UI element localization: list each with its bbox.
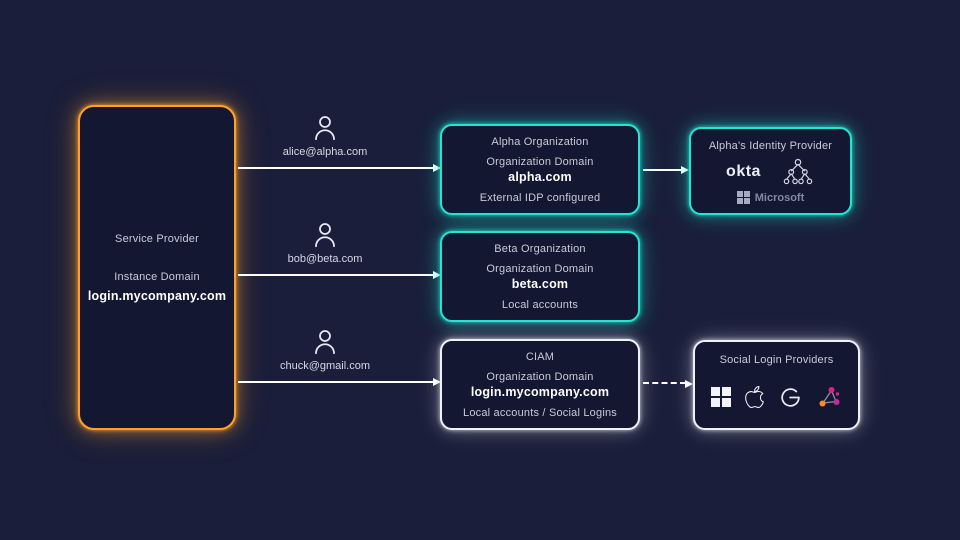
- arrow-alpha-to-idp: [643, 166, 689, 174]
- google-icon: [781, 387, 800, 407]
- arrow-sp-to-beta: [238, 271, 441, 279]
- org-domain-value: alpha.com: [508, 170, 572, 184]
- arrow-sp-to-ciam: [238, 378, 441, 386]
- org-domain-value: login.mycompany.com: [470, 385, 610, 399]
- windows-icon: [711, 387, 731, 407]
- user-chuck: chuck@gmail.com: [250, 327, 400, 372]
- identity-provider-box: Alpha's Identity Provider okta Microsoft: [689, 127, 852, 215]
- instance-domain-label: Instance Domain: [114, 270, 200, 283]
- service-provider-box: Service Provider Instance Domain login.m…: [78, 105, 236, 430]
- user-email: bob@beta.com: [287, 253, 363, 265]
- org-domain-value: beta.com: [511, 277, 569, 291]
- apple-icon: [745, 385, 764, 409]
- org-domain-label: Organization Domain: [486, 263, 594, 275]
- social-providers-box: Social Login Providers: [693, 340, 860, 430]
- instance-domain-value: login.mycompany.com: [87, 288, 227, 303]
- microsoft-label: Microsoft: [754, 191, 805, 204]
- org-domain-label: Organization Domain: [486, 371, 594, 383]
- person-icon: [315, 223, 335, 248]
- org-title: CIAM: [525, 351, 555, 363]
- org-note: Local accounts / Social Logins: [463, 407, 617, 419]
- person-icon: [315, 330, 335, 355]
- microsoft-squares-icon: [736, 191, 750, 204]
- arrow-sp-to-alpha: [238, 164, 441, 172]
- org-domain-label: Organization Domain: [486, 156, 594, 168]
- org-title: Beta Organization: [494, 243, 586, 255]
- beta-organization-box: Beta Organization Organization Domain be…: [440, 231, 640, 322]
- arrow-ciam-to-social: [643, 380, 693, 388]
- idp-title: Alpha's Identity Provider: [708, 140, 833, 152]
- org-title: Alpha Organization: [491, 136, 589, 148]
- user-email: chuck@gmail.com: [279, 360, 371, 372]
- alpha-organization-box: Alpha Organization Organization Domain a…: [440, 124, 640, 215]
- user-alice: alice@alpha.com: [250, 113, 400, 158]
- person-icon: [315, 116, 335, 141]
- user-email: alice@alpha.com: [282, 146, 368, 158]
- microsoft-logo: Microsoft: [736, 191, 805, 204]
- ciam-organization-box: CIAM Organization Domain login.mycompany…: [440, 339, 640, 430]
- directory-icon: [783, 158, 813, 184]
- social-network-icon: [819, 387, 840, 407]
- service-provider-title: Service Provider: [115, 232, 199, 245]
- okta-logo: okta: [726, 162, 761, 180]
- user-bob: bob@beta.com: [250, 220, 400, 265]
- org-note: External IDP configured: [479, 192, 601, 204]
- org-note: Local accounts: [501, 299, 579, 311]
- social-title: Social Login Providers: [719, 354, 834, 366]
